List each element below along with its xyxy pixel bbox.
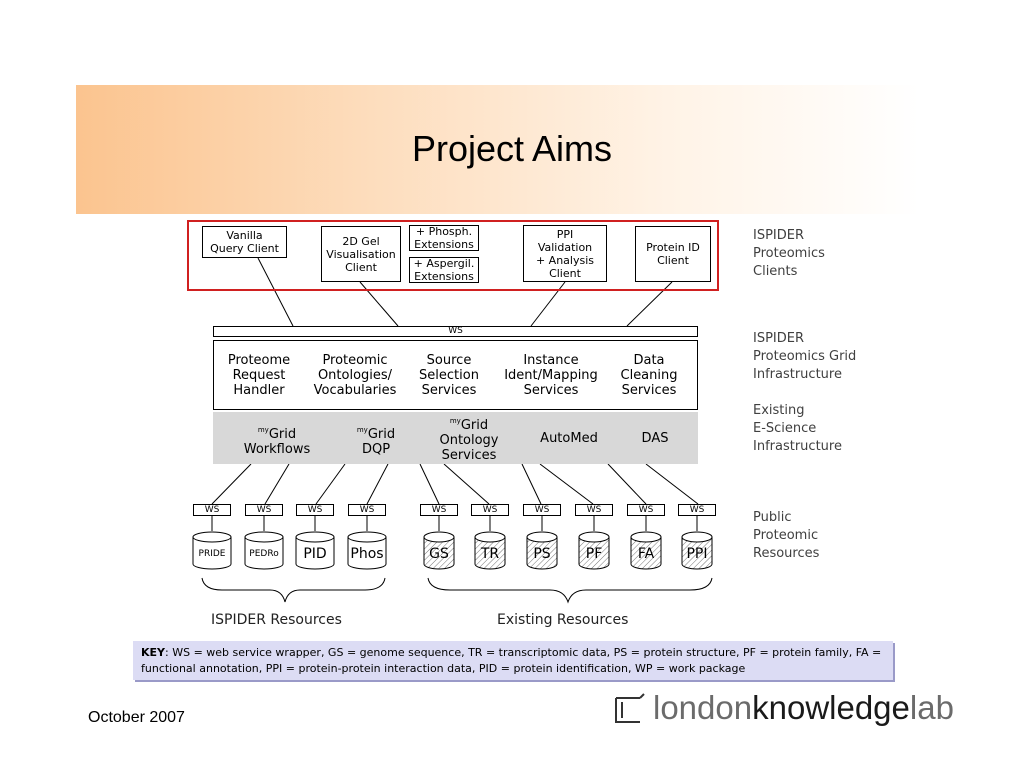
phosph-extension-box: + Phosph. Extensions [409,225,479,251]
ws-box-pride: WS [193,504,231,516]
cylinder-ps [526,531,558,570]
connector-res-3 [315,463,346,505]
footer-date: October 2007 [88,709,185,726]
mygrid-ontology-services: myGrid Ontology Services [429,414,509,463]
my-prefix: my [356,426,368,434]
cylinder-gs [423,531,455,570]
workflows-label: Workflows [243,442,311,457]
connector-res-2 [264,463,290,505]
aspergil-extension-box: + Aspergil. Extensions [409,257,479,283]
side-label-grid: ISPIDER Proteomics Grid Infrastructure [753,331,857,382]
key-text: : WS = web service wrapper, GS = genome … [141,646,882,675]
title-band [76,85,920,214]
grid-label: Grid [460,418,489,433]
automed-label: AutoMed [540,431,598,446]
ws-box-phos: WS [348,504,386,516]
mygrid-dqp: myGrid DQP [341,423,411,457]
gel-client-box: 2D Gel Visualisation Client [321,226,401,282]
ws-box-gs: WS [420,504,458,516]
grid-label: Grid [268,427,297,442]
instance-mapping-services: Instance Ident/Mapping Services [504,353,598,398]
ppi-client-box: PPI Validation + Analysis Client [523,225,607,282]
res-label-pf: PF [586,546,603,562]
key-label: KEY [141,646,166,659]
cylinder-fa [630,531,662,570]
res-label-pedro: PEDRo [249,549,279,559]
ispider-resources-label: ISPIDER Resources [211,612,342,628]
existing-resources-label: Existing Resources [497,612,629,628]
source-selection-services: Source Selection Services [419,353,479,398]
clients-frame [187,220,719,291]
connector-res-8 [539,463,594,505]
res-label-ps: PS [533,546,550,562]
ws-box-ps: WS [523,504,561,516]
my-prefix: my [449,417,461,425]
connector-res-6 [443,463,490,505]
ws-box-fa: WS [627,504,665,516]
mygrid-workflows: myGrid Workflows [235,423,319,457]
side-label-escience: Existing E-Science Infrastructure [753,403,842,454]
connector-res-1 [211,463,252,505]
slide-title: Project Aims [411,128,613,169]
ws-box-pedro: WS [245,504,283,516]
cylinder-pedro [244,531,284,570]
side-label-public: Public Proteomic Resources [753,510,820,561]
connector-res-4 [366,463,389,505]
cylinder-pf [578,531,610,570]
connector-res-7 [521,463,542,505]
data-cleaning-services: Data Cleaning Services [620,353,678,398]
res-label-tr: TR [480,546,500,562]
vanilla-client-box: Vanilla Query Client [202,226,287,258]
connector-res-10 [645,463,699,505]
grid-services-box: Proteome Request Handler Proteomic Ontol… [213,340,698,410]
protein-id-client-box: Protein ID Client [635,226,711,282]
das-label: DAS [641,431,669,446]
ws-box-pid: WS [296,504,334,516]
res-label-phos: Phos [350,546,383,562]
key-legend: KEY: WS = web service wrapper, GS = geno… [133,641,893,680]
ontology-services-label: Ontology Services [439,433,499,463]
cylinder-pride [192,531,232,570]
escience-infrastructure-box: myGrid Workflows myGrid DQP myGrid Ontol… [213,412,698,464]
connector-res-9 [607,463,647,505]
ws-box-pf: WS [575,504,613,516]
cylinder-pid [295,531,335,570]
existing-brace [427,577,713,604]
ispider-brace [201,577,386,603]
connector-res-5 [419,463,440,505]
logo-part-london: london [653,689,753,726]
cylinder-ppi [681,531,713,570]
proteome-request-handler: Proteome Request Handler [227,353,291,398]
ws-box-ppi: WS [678,504,716,516]
cylinder-phos [347,531,387,570]
ws-box-tr: WS [471,504,509,516]
ws-bar: WS [213,326,698,337]
res-label-pride: PRIDE [199,549,226,559]
my-prefix: my [257,426,269,434]
res-label-pid: PID [303,546,326,562]
dqp-label: DQP [361,442,391,457]
side-label-clients: ISPIDER Proteomics Clients [753,228,825,279]
logo-part-lab: lab [909,689,954,726]
grid-label: Grid [367,427,396,442]
res-label-ppi: PPI [686,546,707,562]
proteomic-ontologies: Proteomic Ontologies/ Vocabularies [313,353,397,398]
logo-text: londonknowledgelab [653,688,954,728]
logo-part-knowledge: knowledge [752,689,910,726]
res-label-fa: FA [638,546,655,562]
london-knowledge-lab-logo: londonknowledgelab [610,688,1000,728]
res-label-gs: GS [429,546,449,562]
logo-bracket-icon [615,693,645,723]
cylinder-tr [474,531,506,570]
